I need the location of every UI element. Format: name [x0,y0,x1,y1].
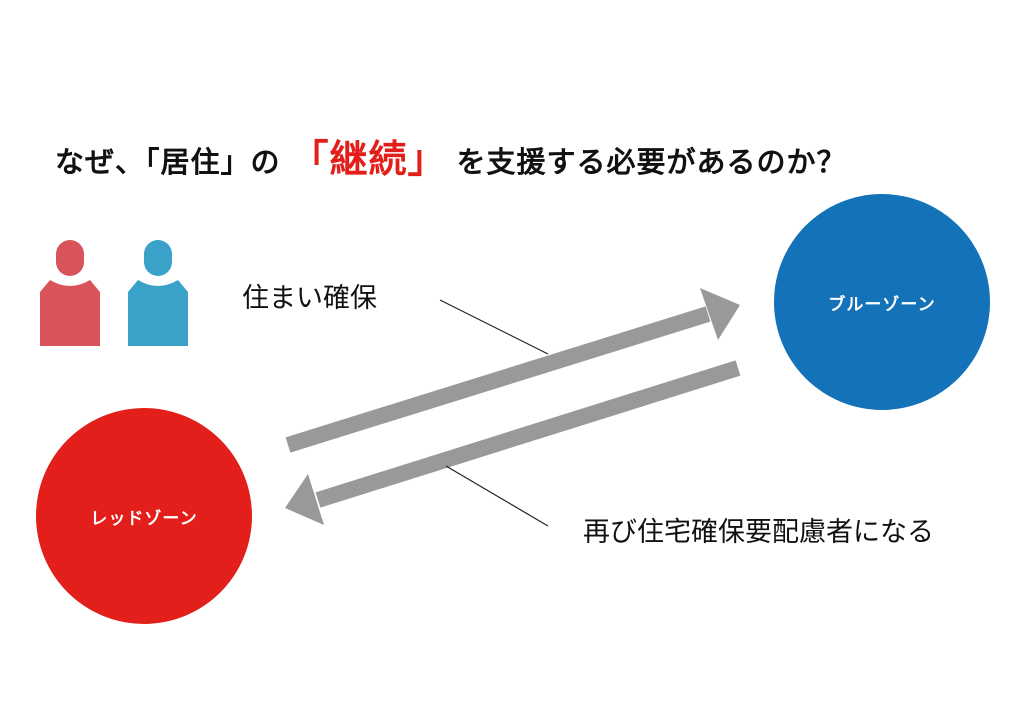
leader-line-bottom [445,465,549,527]
blue-zone-circle: ブルーゾーン [774,194,990,410]
title-after: を支援する必要があるのか？ [456,145,847,179]
title-before: なぜ、「居住」の [55,145,281,179]
page-title: なぜ、「居住」の 「継続」 を支援する必要があるのか？ [55,128,995,188]
housing-secured-label: 住まい確保 [242,283,377,314]
becomes-vulnerable-again-label: 再び住宅確保要配慮者になる [583,517,934,548]
arrow-to-red [285,360,741,525]
blue-zone-label: ブルーゾーン [828,294,936,315]
leader-line-top [439,299,549,355]
arrow-to-blue [285,288,740,453]
person-blue-icon [128,240,188,346]
red-zone-circle: レッドゾーン [36,408,252,624]
person-red-icon [40,240,100,346]
red-zone-label: レッドゾーン [90,508,198,529]
title-highlight: 「継続」 [290,137,447,181]
